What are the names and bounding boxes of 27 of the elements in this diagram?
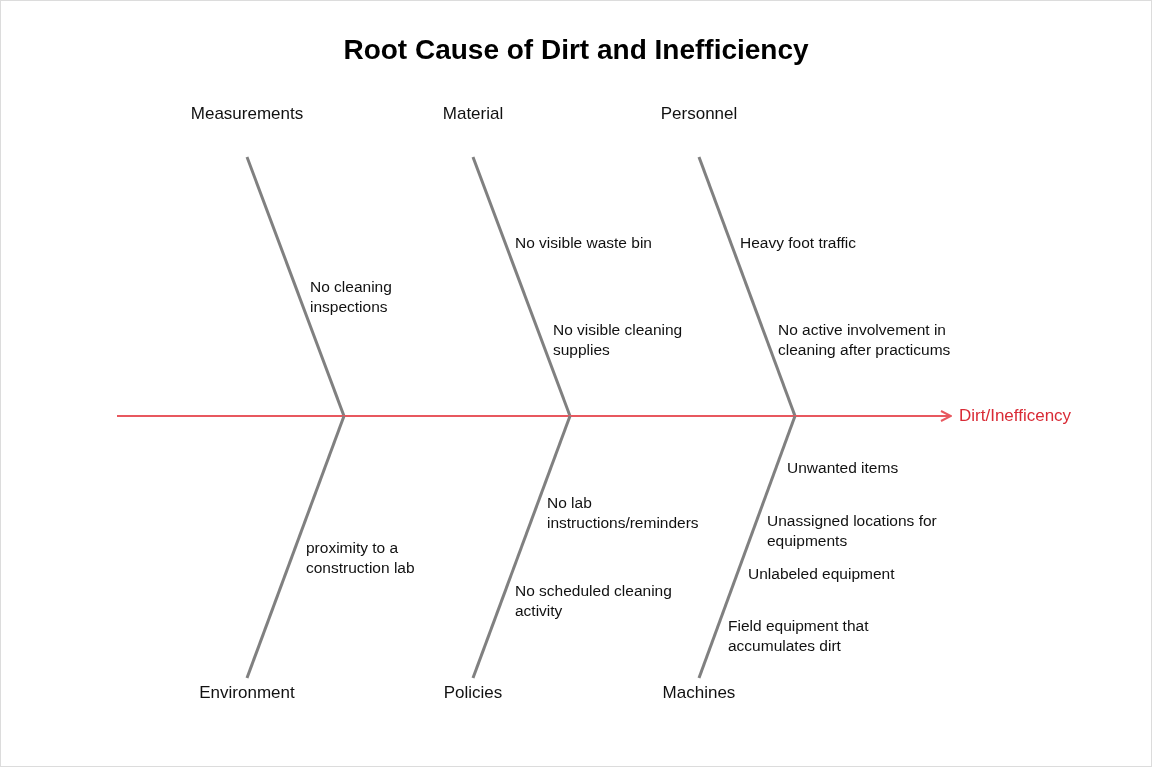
category-label: Material — [373, 104, 573, 124]
cause-label: No cleaning inspections — [310, 277, 393, 317]
category-label: Personnel — [599, 104, 799, 124]
cause-label: Field equipment that accumulates dirt — [728, 616, 870, 656]
bone-line — [245, 415, 346, 679]
bone-line — [697, 156, 797, 417]
cause-label: Unwanted items — [787, 458, 900, 478]
bone-line — [471, 415, 572, 679]
bone-line — [697, 415, 797, 679]
bone-line — [471, 156, 572, 417]
cause-label: No scheduled cleaning activity — [515, 581, 673, 621]
cause-label: No visible cleaning supplies — [553, 320, 684, 360]
cause-label: No visible waste bin — [515, 233, 653, 253]
cause-label: proximity to a construction lab — [306, 538, 416, 578]
spine-arrow — [116, 410, 952, 422]
cause-label: Unassigned locations for equipments — [767, 511, 938, 551]
category-label: Measurements — [147, 104, 347, 124]
cause-label: Unlabeled equipment — [748, 564, 896, 584]
bone-line — [245, 156, 346, 417]
category-label: Machines — [599, 683, 799, 703]
cause-label: No active involvement in cleaning after practicums — [778, 320, 952, 360]
cause-label: Heavy foot traffic — [740, 233, 857, 253]
cause-label: No lab instructions/reminders — [547, 493, 700, 533]
effect-label: Dirt/Inefficency — [959, 406, 1072, 426]
category-label: Environment — [147, 683, 347, 703]
category-label: Policies — [373, 683, 573, 703]
diagram-title: Root Cause of Dirt and Inefficiency — [342, 34, 810, 66]
